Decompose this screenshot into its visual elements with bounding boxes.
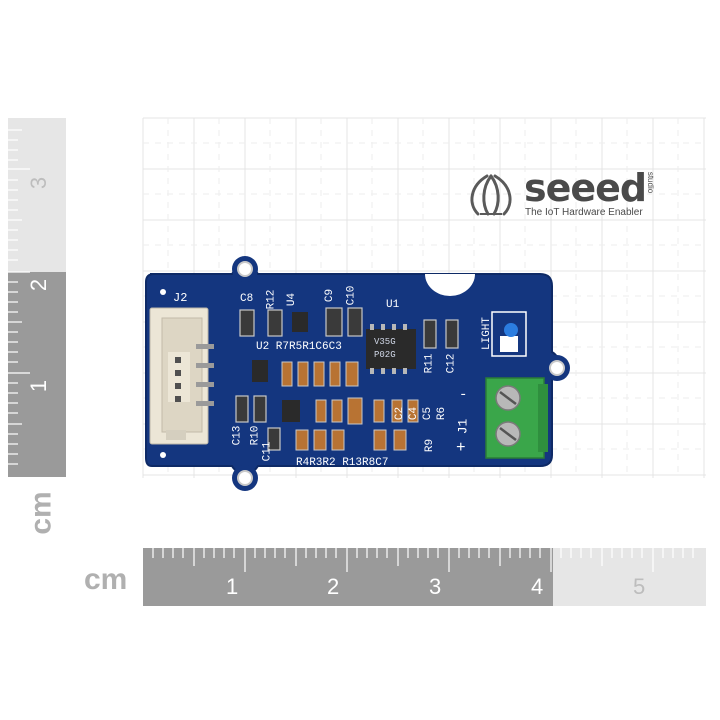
label-c8: C8 [240, 293, 254, 305]
label-r12: R12 [265, 289, 278, 310]
horizontal-unit-label: cm [84, 563, 128, 596]
label-c10: C10 [345, 285, 358, 306]
label-c11: C11 [261, 441, 274, 462]
label-u4: U4 [286, 292, 299, 307]
horizontal-ruler-number-3: 3 [429, 574, 442, 599]
label-r9: R9 [424, 438, 437, 453]
chip-u1-marking-line1: V35G [374, 337, 396, 347]
horizontal-ruler-number-1: 1 [226, 574, 239, 599]
label-c12: C12 [445, 353, 458, 374]
seeed-tagline: The IoT Hardware Enabler [525, 207, 643, 218]
horizontal-ruler-number-2: 2 [327, 574, 340, 599]
label-c13: C13 [231, 425, 244, 446]
label-minus: - [459, 387, 468, 403]
seeed-brand-name: seeed [524, 166, 647, 210]
horizontal-ruler-number-4: 4 [531, 574, 544, 599]
horizontal-ruler-number-5: 5 [633, 574, 646, 599]
label-j2: J2 [173, 291, 188, 305]
label-r11: R11 [423, 353, 436, 374]
label-bottom-row: R4R3R2 R13R8C7 [296, 457, 389, 469]
label-u2-row: U2 R7R5R1C6C3 [256, 341, 342, 353]
label-u1: U1 [386, 299, 400, 311]
label-j1: J1 [455, 418, 471, 435]
label-r6: R6 [436, 406, 449, 421]
label-c4: C4 [408, 406, 421, 421]
label-c2: C2 [394, 406, 407, 421]
label-light: LIGHT [481, 316, 494, 351]
label-c9: C9 [324, 288, 337, 303]
label-c5: C5 [422, 406, 435, 421]
chip-u1-marking-line2: P02G [374, 350, 396, 360]
label-r10: R10 [249, 425, 262, 446]
label-plus: + [456, 439, 466, 457]
